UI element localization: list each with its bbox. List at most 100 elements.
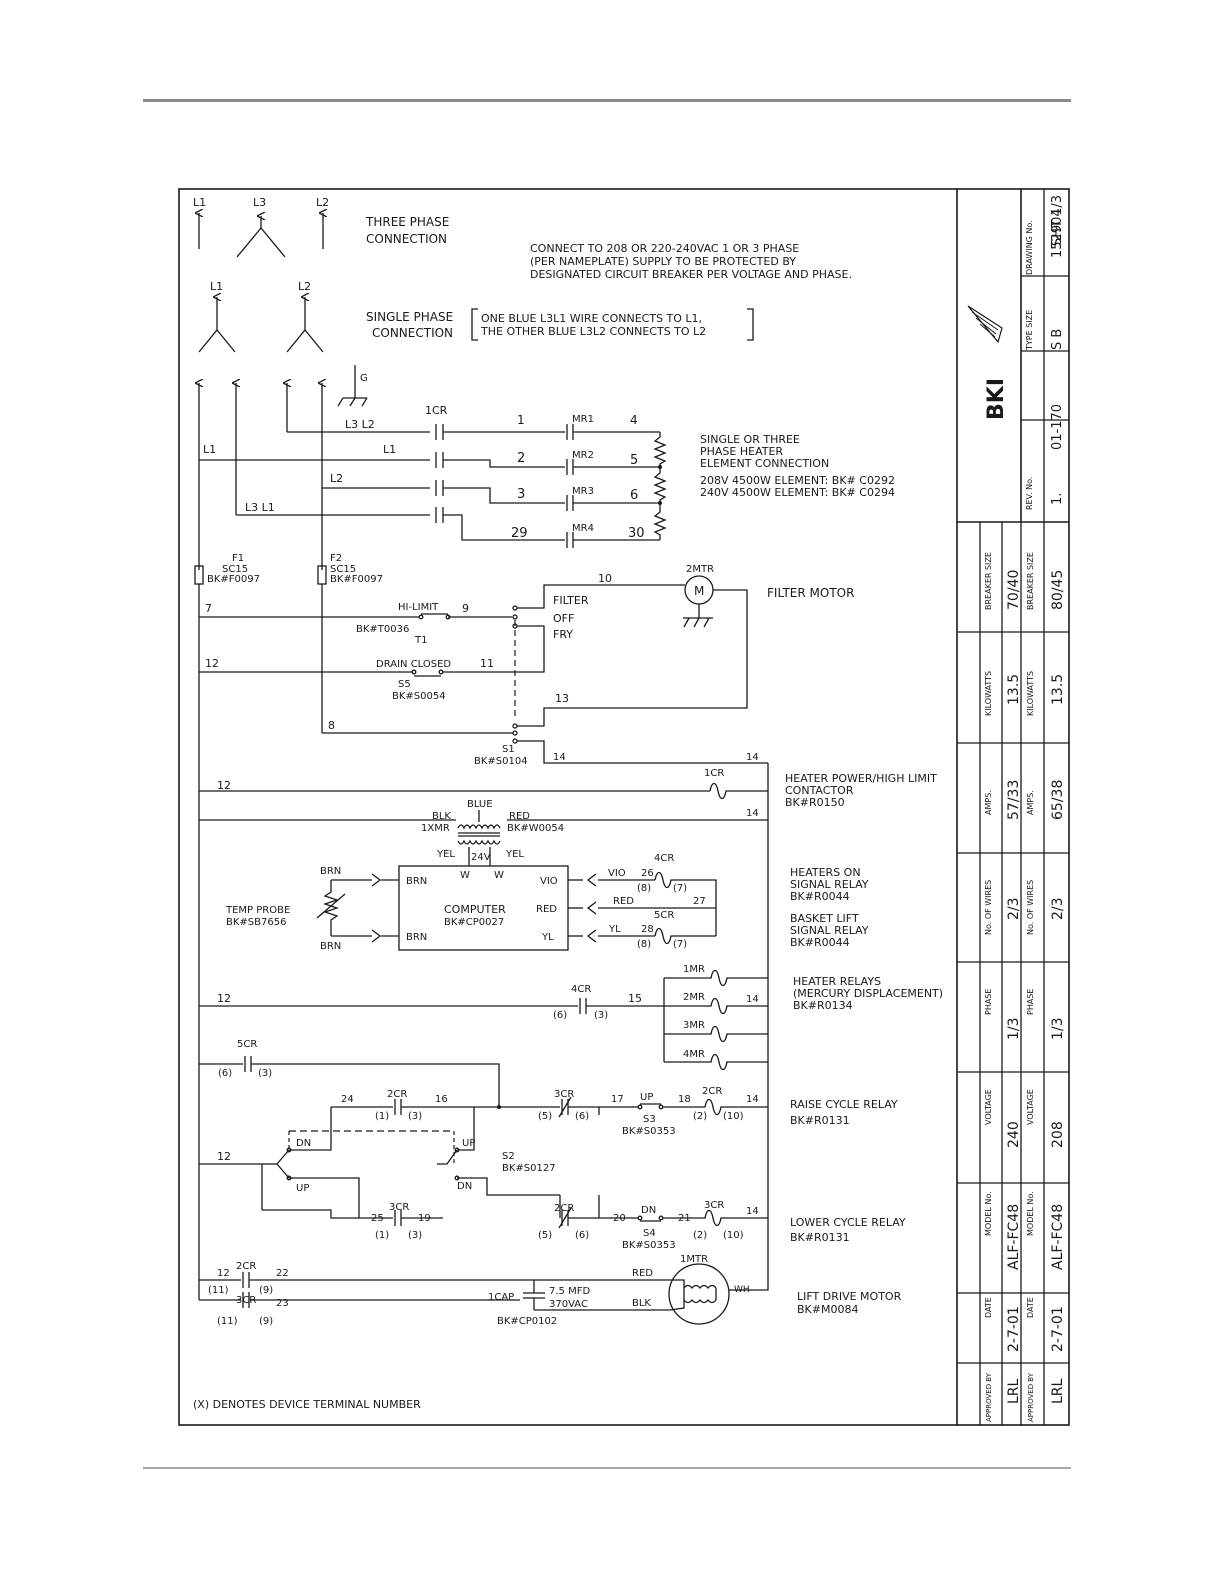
svg-text:BK#CP0027: BK#CP0027 [444, 917, 504, 928]
heater-relays: 12 4CR (6) (3) 15 14 1MR 2MR 3MR 4MR HEA… [199, 964, 943, 1071]
svg-text:(2): (2) [693, 1230, 707, 1241]
svg-text:RED: RED [509, 811, 530, 822]
computer-block: BRN BRN W W VIO RED YL COMPUTER BK#CP002… [225, 853, 869, 952]
svg-text:L1: L1 [210, 280, 223, 293]
svg-text:5: 5 [630, 453, 638, 468]
svg-text:1/3: 1/3 [1006, 1017, 1022, 1040]
svg-text:370VAC: 370VAC [549, 1299, 588, 1310]
svg-text:DN: DN [296, 1138, 311, 1149]
svg-text:(8): (8) [637, 883, 651, 894]
svg-text:3CR: 3CR [554, 1089, 574, 1100]
transformer-icon [457, 810, 501, 866]
svg-text:WH: WH [734, 1285, 750, 1295]
heater-relays-desc: HEATER RELAYS [793, 975, 881, 988]
svg-text:5CR: 5CR [237, 1039, 257, 1050]
svg-text:S3: S3 [643, 1114, 656, 1125]
svg-text:3: 3 [517, 487, 525, 502]
svg-text:2MTR: 2MTR [686, 564, 714, 575]
bki-logo: BKI [967, 305, 1009, 420]
svg-text:PHASE: PHASE [984, 989, 993, 1015]
svg-text:(6): (6) [575, 1111, 589, 1122]
svg-text:24V: 24V [471, 852, 491, 863]
svg-text:14: 14 [746, 752, 759, 763]
svg-text:(8): (8) [637, 939, 651, 950]
svg-text:S1: S1 [502, 744, 515, 755]
svg-text:BK#W0054: BK#W0054 [507, 823, 564, 834]
svg-text:(9): (9) [259, 1316, 273, 1327]
svg-text:29: 29 [511, 526, 528, 541]
svg-text:18: 18 [678, 1094, 691, 1105]
svg-text:(5): (5) [538, 1230, 552, 1241]
svg-text:BKI: BKI [984, 378, 1009, 420]
svg-text:THE OTHER BLUE L3L2 CONNECTS T: THE OTHER BLUE L3L2 CONNECTS TO L2 [480, 325, 706, 338]
svg-text:25: 25 [371, 1213, 384, 1224]
raise-cycle-desc: RAISE CYCLE RELAY [790, 1098, 898, 1111]
temp-probe-label: TEMP PROBE [225, 905, 290, 916]
svg-text:LRL: LRL [1006, 1378, 1022, 1404]
svg-text:4CR: 4CR [654, 853, 674, 864]
svg-text:APPROVED BY: APPROVED BY [985, 1372, 993, 1422]
svg-text:21: 21 [678, 1213, 691, 1224]
svg-text:BK#SB7656: BK#SB7656 [226, 917, 286, 928]
filter-motor-label: FILTER MOTOR [767, 586, 854, 600]
line-label-l2: L2 [316, 196, 329, 209]
svg-text:208: 208 [1050, 1121, 1066, 1148]
svg-text:DN: DN [641, 1205, 656, 1216]
svg-text:BK#S0353: BK#S0353 [622, 1240, 676, 1251]
svg-text:SC15: SC15 [222, 564, 248, 575]
heaters-on-desc: HEATERS ON [790, 866, 861, 879]
lower-cycle-desc: LOWER CYCLE RELAY [790, 1216, 906, 1229]
svg-text:2CR: 2CR [387, 1089, 407, 1100]
title-block: BKI TYPE SIZE S B DRAWING No. 152904 SHT… [957, 189, 1069, 1425]
svg-text:2: 2 [517, 451, 525, 466]
svg-text:15: 15 [628, 992, 642, 1005]
svg-text:DRAWING No.: DRAWING No. [1025, 220, 1034, 275]
three-phase-label: THREE PHASE [365, 215, 449, 229]
svg-text:(MERCURY DISPLACEMENT): (MERCURY DISPLACEMENT) [793, 987, 943, 1000]
svg-text:2-7-01: 2-7-01 [1006, 1306, 1022, 1352]
svg-text:BK#S0353: BK#S0353 [622, 1126, 676, 1137]
svg-text:T1: T1 [414, 635, 427, 646]
svg-text:14: 14 [746, 808, 759, 819]
svg-text:BRN: BRN [406, 876, 427, 887]
svg-text:(3): (3) [594, 1010, 608, 1021]
svg-text:10: 10 [598, 572, 612, 585]
svg-text:13.5: 13.5 [1050, 674, 1066, 705]
svg-text:9: 9 [462, 602, 469, 615]
svg-text:1CAP: 1CAP [488, 1292, 514, 1303]
svg-text:UP: UP [462, 1138, 475, 1149]
svg-text:12: 12 [217, 1268, 230, 1279]
svg-text:23: 23 [276, 1298, 289, 1309]
svg-text:4: 4 [630, 413, 638, 427]
drawing-frame [178, 188, 1070, 1426]
svg-text:14: 14 [746, 994, 759, 1005]
svg-text:BK#S0054: BK#S0054 [392, 691, 446, 702]
svg-text:152904: 152904 [1050, 208, 1065, 258]
svg-text:1.: 1. [1050, 493, 1065, 505]
drain-switch-label: DRAIN CLOSED [376, 659, 451, 670]
svg-text:VOLTAGE: VOLTAGE [1026, 1089, 1035, 1125]
svg-text:(6): (6) [575, 1230, 589, 1241]
lift-circuit: 5CR (6) (3) 24 2CR 16 (1) (3) 3CR (5) (6… [199, 1039, 906, 1251]
svg-text:1CR: 1CR [704, 768, 724, 779]
svg-text:FILTER: FILTER [553, 594, 589, 607]
svg-text:L1: L1 [203, 443, 216, 456]
svg-text:12: 12 [205, 657, 219, 670]
temp-probe-icon [322, 880, 340, 936]
svg-text:ELEMENT CONNECTION: ELEMENT CONNECTION [700, 457, 829, 470]
svg-text:1MR: 1MR [683, 964, 705, 975]
svg-text:UP: UP [296, 1183, 309, 1194]
svg-text:26: 26 [641, 868, 654, 879]
svg-text:S2: S2 [502, 1151, 515, 1162]
footer-rule [143, 1467, 1071, 1469]
svg-text:1: 1 [517, 413, 525, 427]
svg-text:DESIGNATED CIRCUIT BREAKER PER: DESIGNATED CIRCUIT BREAKER PER VOLTAGE A… [530, 268, 852, 281]
svg-text:BK#CP0102: BK#CP0102 [497, 1316, 557, 1327]
svg-text:(9): (9) [259, 1285, 273, 1296]
svg-text:BREAKER SIZE: BREAKER SIZE [1026, 552, 1035, 610]
svg-text:(1): (1) [375, 1230, 389, 1241]
svg-text:SC15: SC15 [330, 564, 356, 575]
svg-text:RED: RED [632, 1268, 653, 1279]
svg-text:24: 24 [341, 1094, 354, 1105]
svg-text:BK#S0127: BK#S0127 [502, 1163, 556, 1174]
